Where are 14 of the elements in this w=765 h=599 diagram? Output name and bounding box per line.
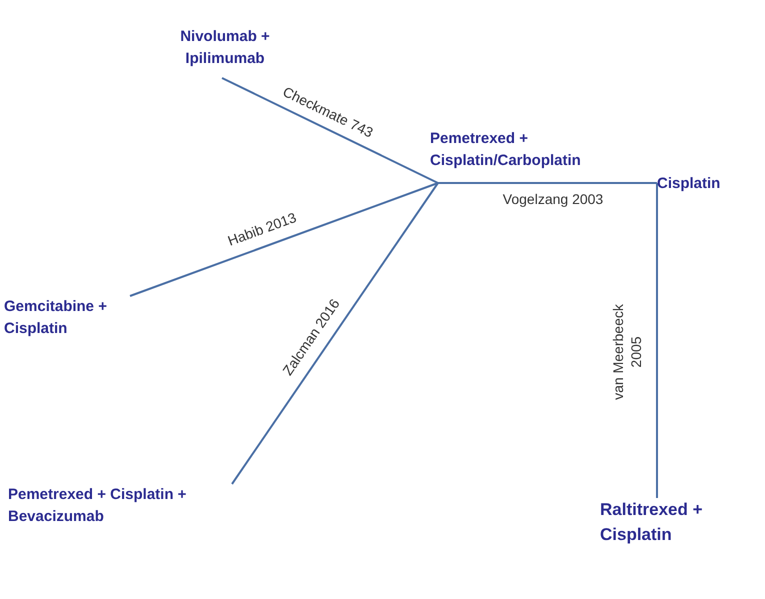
connector-line <box>656 183 658 498</box>
treatment-label: Gemcitabine + Cisplatin <box>4 297 108 339</box>
treatment-label: Raltitrexed + Cisplatin <box>600 499 704 546</box>
edge-label: Habib 2013 <box>225 208 299 250</box>
connector-line <box>130 182 438 297</box>
treatment-label: Pemetrexed + Cisplatin + Bevacizumab <box>8 485 188 527</box>
connector-line <box>231 182 439 485</box>
treatment-label: Cisplatin <box>657 174 722 194</box>
treatment-label: Nivolumab + Ipilimumab <box>179 27 271 69</box>
connector-line <box>222 77 438 184</box>
edge-label: van Meerbeeck 2005 <box>608 303 645 402</box>
edge-label: Vogelzang 2003 <box>502 190 604 208</box>
connector-line <box>438 182 657 184</box>
treatment-label: Pemetrexed + Cisplatin/Carboplatin <box>430 129 582 171</box>
